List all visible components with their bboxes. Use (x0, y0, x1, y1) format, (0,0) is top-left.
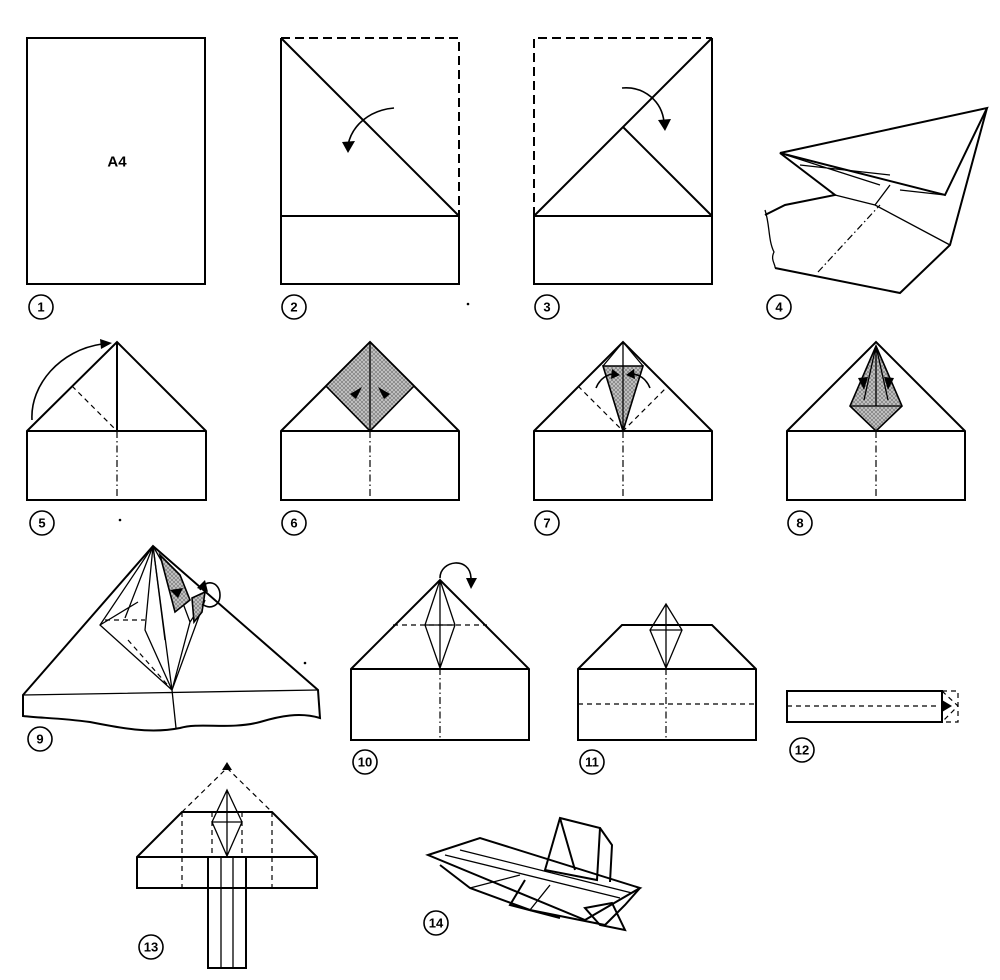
step-number: 13 (144, 940, 158, 955)
step-10: 10 (350, 562, 530, 775)
step-6: 6 (280, 340, 460, 536)
step-1: A4 1 (26, 37, 206, 320)
step-number: 3 (543, 300, 550, 315)
step-number: 11 (585, 755, 599, 770)
step-number: 2 (290, 300, 297, 315)
step-4: 4 (764, 106, 989, 320)
step-9: 9 (22, 544, 322, 752)
step-number: 12 (795, 743, 809, 758)
step-number: 14 (429, 916, 444, 931)
step-number: 7 (543, 516, 550, 531)
step-12: 12 (786, 690, 959, 763)
step-11: 11 (577, 602, 757, 775)
step-number: 5 (38, 516, 45, 531)
step-5: 5 (26, 339, 207, 536)
sheet-label: A4 (107, 154, 127, 171)
step-number: 1 (37, 300, 44, 315)
step-7: 7 (533, 340, 713, 536)
step-13: 13 (136, 762, 318, 969)
step-number: 6 (290, 516, 297, 531)
step-number: 10 (358, 755, 372, 770)
step-number: 8 (796, 516, 803, 531)
step-number: 4 (775, 300, 783, 315)
step-number: 9 (36, 732, 43, 747)
step-14: 14 (423, 816, 643, 936)
step-8: 8 (786, 340, 966, 536)
step-3: 3 (533, 37, 713, 320)
step-2: 2 (280, 37, 460, 320)
